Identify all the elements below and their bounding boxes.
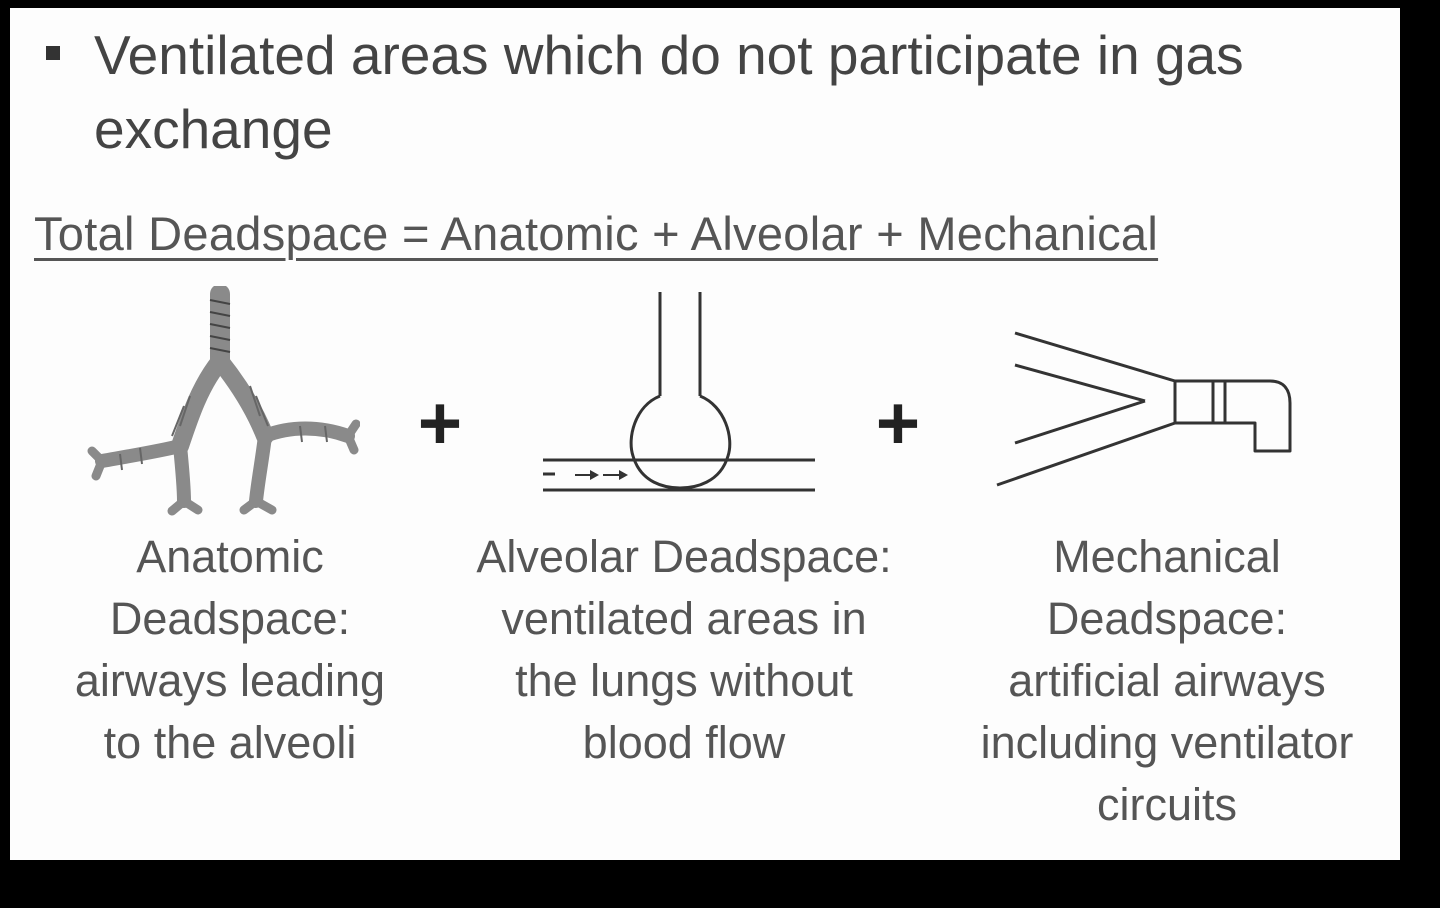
plus-operator-2: + [875,381,921,466]
caption-mechanical-title: Mechanical Deadspace: [1046,531,1288,644]
caption-mechanical: Mechanical Deadspace: artificial airways… [947,526,1387,836]
caption-alveolar-description: ventilated areas in the lungs without bl… [501,593,867,768]
plus-operator-1: + [417,381,463,466]
airway-tree-icon [87,286,360,516]
caption-anatomic-description: airways leading to the alveoli [74,655,386,768]
slide: Ventilated areas which do not participat… [10,8,1400,860]
bullet-text: Ventilated areas which do not participat… [94,24,1244,160]
caption-mechanical-description: artificial airways including ventilator … [980,655,1354,830]
caption-alveolar: Alveolar Deadspace: ventilated areas in … [464,526,904,774]
caption-alveolar-title: Alveolar Deadspace: [476,531,892,582]
ventilator-circuit-icon [996,331,1292,487]
alveolus-icon [543,292,815,492]
caption-anatomic: Anatomic Deadspace: airways leading to t… [10,526,450,774]
bullet-marker [46,46,60,60]
caption-anatomic-title: Anatomic Deadspace: [109,531,351,644]
deadspace-formula: Total Deadspace = Anatomic + Alveolar + … [34,207,1159,260]
